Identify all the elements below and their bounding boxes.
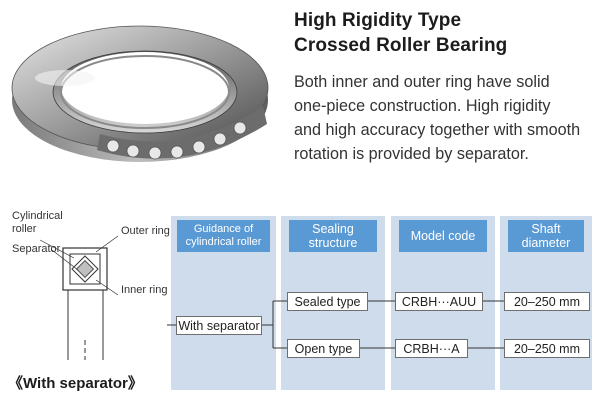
with-separator-box: With separator (176, 316, 262, 335)
column-header-sealing: Sealing structure (289, 220, 377, 252)
column-header-shaft-line-2: diameter (521, 236, 571, 250)
description-line-1: Both inner and outer ring have solid (294, 73, 550, 91)
column-header-guidance-line-2: cylindrical roller (185, 236, 262, 248)
page-title-line-1: High Rigidity Type (294, 10, 462, 31)
description-line-3: and high accuracy together with smooth (294, 121, 581, 139)
label-separator: Separator (12, 243, 61, 255)
shaft-diameter-open-box: 20–250 mm (504, 339, 590, 358)
shaft-diameter-sealed-box: 20–250 mm (504, 292, 590, 311)
column-guidance: Guidance of cylindrical roller (171, 216, 276, 390)
column-header-model-line-1: Model code (410, 229, 476, 243)
model-code-sealed-box: CRBH···AUU (395, 292, 483, 311)
model-code-open-box: CRBH···A (395, 339, 468, 358)
description-line-4: rotation is provided by separator. (294, 145, 529, 163)
column-header-model: Model code (399, 220, 487, 252)
column-header-sealing-line-2: structure (308, 236, 358, 250)
label-inner-ring: Inner ring (121, 284, 168, 296)
bearing-illustration (11, 25, 269, 162)
label-cylindrical-roller-2: roller (12, 223, 37, 235)
diagram-caption: 《With separator》 (8, 375, 143, 392)
description-line-2: one-piece construction. High rigidity (294, 97, 551, 115)
label-outer-ring: Outer ring (121, 225, 170, 237)
label-cylindrical-roller-1: Cylindrical (12, 210, 63, 222)
open-type-box: Open type (287, 339, 360, 358)
column-header-guidance-line-1: Guidance of (193, 223, 254, 235)
column-header-guidance: Guidance of cylindrical roller (177, 220, 270, 252)
column-header-sealing-line-1: Sealing (312, 222, 354, 236)
sealed-type-box: Sealed type (287, 292, 368, 311)
column-header-shaft: Shaft diameter (508, 220, 584, 252)
cross-section-diagram (39, 235, 119, 360)
column-header-shaft-line-1: Shaft (531, 222, 561, 236)
page-title-line-2: Crossed Roller Bearing (294, 35, 508, 56)
